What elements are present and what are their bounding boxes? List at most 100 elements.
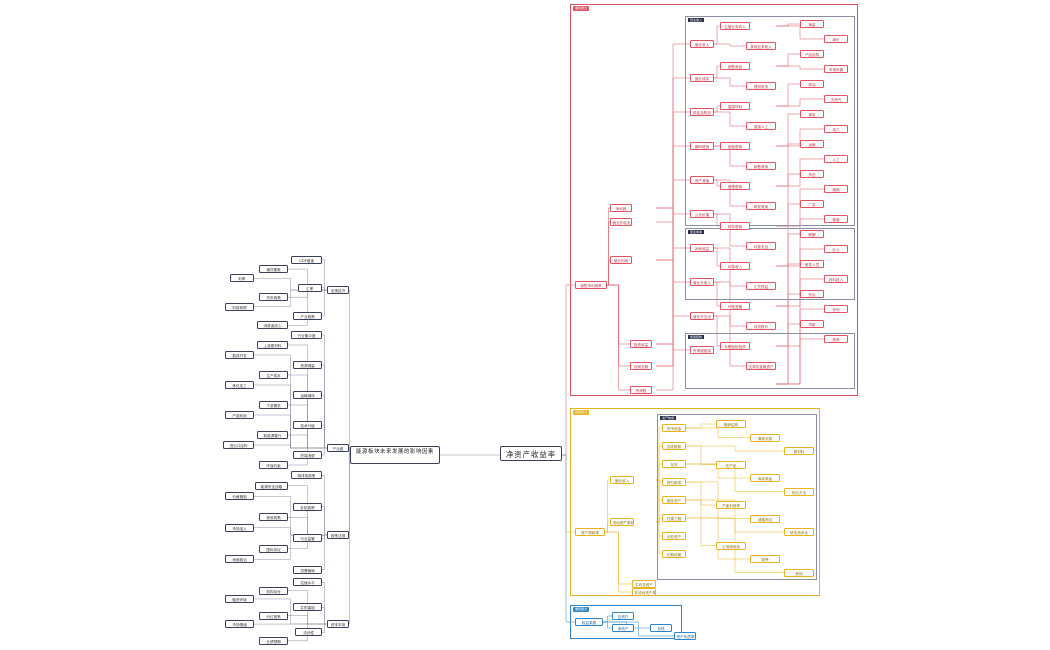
red-l4-1[interactable]: 单价 — [824, 35, 848, 43]
left-node-1-13[interactable]: 环保约束 — [259, 461, 288, 469]
red-l4-2[interactable]: 产品结构 — [800, 50, 824, 58]
left-node-2-8[interactable]: 地缘政治 — [225, 555, 254, 564]
blue-child-1[interactable]: 净资产 — [612, 624, 634, 632]
yellow-l1-0[interactable]: 营业收入 — [610, 476, 634, 484]
red-l2-9[interactable]: 所得税费用 — [690, 346, 714, 354]
red-l3-1[interactable]: 其他业务收入 — [746, 42, 776, 50]
yellow-l3-1[interactable]: 周转天数 — [750, 433, 780, 442]
left-node-0-2[interactable]: 利率 — [229, 274, 254, 283]
yellow-l3-5[interactable]: 折旧方法 — [784, 487, 814, 496]
red-l3-13[interactable]: 汇兑损益 — [746, 282, 776, 290]
red-l2-0[interactable]: 营业收入 — [690, 40, 714, 48]
yellow-main-node[interactable]: 资产周转率 — [575, 528, 605, 536]
red-l3-17[interactable]: 交易性金融资产 — [746, 362, 776, 370]
left-node-0-0[interactable]: GDP增速 — [291, 255, 322, 264]
blue-child-3[interactable]: 资产负债率 — [674, 632, 696, 640]
red-l3-2[interactable]: 销售商品 — [720, 62, 750, 70]
left-group-2[interactable]: 政策法规 — [327, 531, 349, 539]
red-l4-20[interactable]: 贷款 — [800, 320, 824, 328]
left-node-2-5[interactable]: 市场准入 — [225, 523, 254, 532]
left-node-2-6[interactable]: 行业监管 — [293, 534, 322, 543]
red-l4-5[interactable]: 天然气 — [824, 95, 848, 103]
yellow-l2-7[interactable]: 长期待摊 — [662, 550, 686, 558]
red-l3-11[interactable]: 利息支出 — [746, 242, 776, 250]
yellow-l2-3[interactable]: 预付款项 — [662, 478, 686, 486]
left-node-3-5[interactable]: 市场情绪 — [225, 620, 254, 629]
red-l3-0[interactable]: 主营业务收入 — [720, 22, 750, 30]
red-l4-19[interactable]: 专利 — [824, 305, 848, 313]
red-l4-7[interactable]: 电力 — [824, 125, 848, 133]
red-l4-21[interactable]: 债券 — [824, 335, 848, 343]
left-node-1-9[interactable]: 技术升级 — [293, 421, 322, 429]
left-node-1-1[interactable]: 上游原材料 — [257, 341, 288, 349]
red-l3-5[interactable]: 直接人工 — [746, 122, 776, 130]
yellow-l3-11[interactable]: 其他 — [784, 568, 814, 577]
red-l2-4[interactable]: 资产减值 — [690, 176, 714, 184]
blue-child-0[interactable]: 总资产 — [612, 612, 634, 620]
red-l4-13[interactable]: 渠道 — [824, 215, 848, 223]
left-node-0-3[interactable]: 汇率 — [297, 283, 322, 292]
left-node-2-9[interactable]: 供需格局 — [293, 565, 322, 574]
left-node-3-3[interactable]: 并购重组 — [293, 603, 322, 612]
red-l2-6[interactable]: 其他收益 — [690, 244, 714, 252]
left-node-1-8[interactable]: 产能利用 — [225, 411, 254, 419]
red-l1-1[interactable]: 利润总额 — [630, 362, 652, 370]
left-group-1[interactable]: 产业链 — [327, 444, 349, 452]
red-l4-11[interactable]: 摊销 — [824, 185, 848, 193]
left-node-1-12[interactable]: 终端消费 — [293, 451, 322, 459]
left-node-2-1[interactable]: 能源安全战略 — [254, 481, 288, 490]
left-node-3-1[interactable]: 机构持仓 — [259, 586, 288, 595]
red-l4-16[interactable]: 研发人员 — [800, 260, 824, 268]
red-l3-15[interactable]: 存货跌价 — [746, 322, 776, 330]
left-root-node[interactable]: 能源板块未来发展的影响因素 — [350, 446, 440, 464]
red-l4-6[interactable]: 煤炭 — [800, 110, 824, 118]
red-l4-0[interactable]: 销量 — [800, 20, 824, 28]
left-node-1-3[interactable]: 资源储量 — [293, 361, 322, 369]
red-l3-16[interactable]: 长期股权投资 — [720, 342, 750, 350]
yellow-l1-1[interactable]: 平均总资产 — [632, 580, 656, 588]
red-l2-8[interactable]: 营业外支出 — [690, 312, 714, 320]
red-l4-14[interactable]: 薪酬 — [800, 230, 824, 238]
yellow-l2-4[interactable]: 固定资产 — [662, 496, 686, 504]
left-node-3-6[interactable]: 流动性 — [295, 628, 322, 637]
left-group-0[interactable]: 宏观经济 — [327, 286, 349, 294]
yellow-l3-3[interactable]: 在产品 — [716, 460, 746, 469]
left-node-1-11[interactable]: 进出口结构 — [223, 441, 254, 449]
red-l4-8[interactable]: 运输 — [800, 140, 824, 148]
yellow-l2-2[interactable]: 存货 — [662, 460, 686, 468]
red-l4-12[interactable]: 广告 — [800, 200, 824, 208]
left-group-3[interactable]: 资本市场 — [327, 620, 349, 628]
left-node-3-0[interactable]: 估值水平 — [293, 578, 322, 587]
left-node-0-5[interactable]: 财政政策 — [225, 302, 254, 311]
yellow-l2-0[interactable]: 货币资金 — [662, 424, 686, 432]
left-node-1-5[interactable]: 炼化加工 — [225, 381, 254, 389]
red-l4-3[interactable]: 市场份额 — [824, 65, 848, 73]
yellow-l2-1[interactable]: 应收账款 — [662, 442, 686, 450]
left-node-1-0[interactable]: 行业集中度 — [291, 331, 322, 339]
left-node-2-7[interactable]: 国际协议 — [259, 544, 288, 553]
red-l3-3[interactable]: 提供劳务 — [746, 82, 776, 90]
left-node-1-7[interactable]: 下游需求 — [259, 401, 288, 409]
red-l3-7[interactable]: 销售费用 — [746, 162, 776, 170]
left-node-3-2[interactable]: 融资环境 — [225, 594, 254, 603]
yellow-l2-5[interactable]: 在建工程 — [662, 514, 686, 522]
left-node-1-4[interactable]: 生产成本 — [259, 371, 288, 379]
red-l4-10[interactable]: 折旧 — [800, 170, 824, 178]
yellow-l3-6[interactable]: 产能利用率 — [716, 501, 746, 509]
left-node-2-0[interactable]: 碳排放政策 — [291, 471, 322, 480]
yellow-l1-3[interactable]: 非流动资产周转 — [632, 588, 656, 596]
yellow-l3-9[interactable]: 土地使用权 — [716, 541, 746, 550]
yellow-l2-6[interactable]: 无形资产 — [662, 532, 686, 540]
red-l1-2[interactable]: 营业利润 — [610, 256, 632, 264]
red-l4-15[interactable]: 办公 — [824, 245, 848, 253]
yellow-l3-8[interactable]: 研发资本化 — [784, 528, 814, 536]
red-l3-9[interactable]: 研发费用 — [746, 202, 776, 210]
red-l2-1[interactable]: 营业成本 — [690, 74, 714, 82]
red-l3-10[interactable]: 财务费用 — [720, 222, 750, 230]
red-l1-3[interactable]: 投资收益 — [630, 340, 652, 348]
left-node-2-3[interactable]: 补贴政策 — [293, 502, 322, 511]
red-l1-0[interactable]: 净利润 — [610, 204, 632, 212]
red-l4-18[interactable]: 外包 — [800, 290, 824, 298]
left-node-3-7[interactable]: 业绩预期 — [259, 636, 288, 645]
left-node-1-2[interactable]: 勘探开发 — [225, 351, 254, 359]
